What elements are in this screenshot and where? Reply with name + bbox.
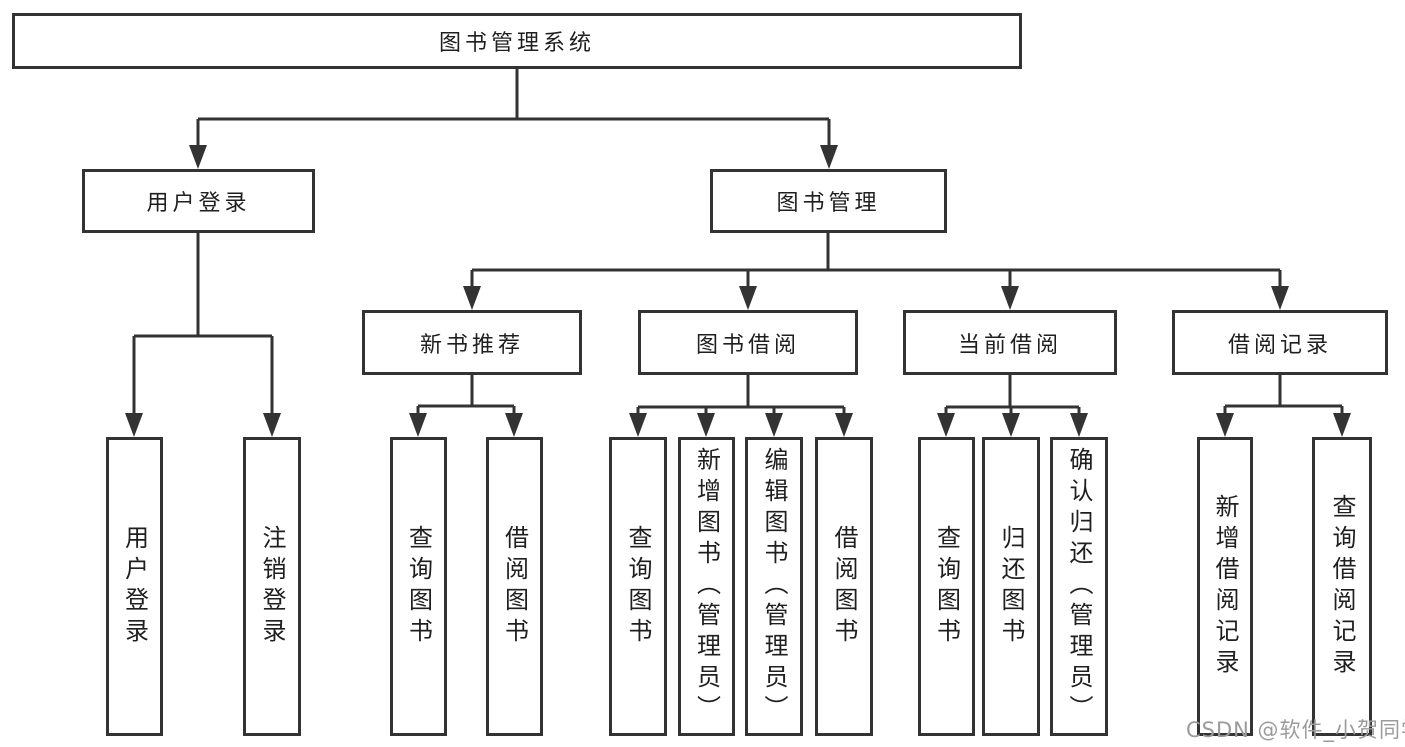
connector-login-to-leaves [125, 233, 281, 437]
node-book-borrow: 图书借阅 [638, 310, 858, 375]
node-current-borrow-label: 当前借阅 [957, 332, 1062, 358]
leaf-borrow-edit-books-label: 编辑图书（管理员） [760, 447, 788, 726]
leaf-current-query-books: 查询图书 [918, 437, 975, 736]
leaf-rec-borrow-books: 借阅图书 [486, 437, 543, 736]
node-current-borrow: 当前借阅 [903, 310, 1117, 375]
node-book-management-label: 图书管理 [776, 191, 881, 216]
leaf-user-login-label: 用户登录 [120, 524, 149, 649]
node-login-label: 用户登录 [146, 191, 251, 216]
node-new-book-recommend: 新书推荐 [362, 310, 582, 375]
connector-current-to-leaves [937, 375, 1088, 437]
leaf-logout: 注销登录 [243, 437, 301, 736]
node-borrow-records-label: 借阅记录 [1227, 332, 1332, 358]
leaf-current-confirm-return-label: 确认归还（管理员） [1065, 447, 1093, 726]
connector-management-to-groups [463, 233, 1289, 310]
connector-borrow-to-leaves [629, 375, 853, 437]
leaf-borrow-query-books: 查询图书 [609, 437, 667, 736]
node-root-label: 图书管理系统 [438, 31, 595, 56]
leaf-borrow-add-books-label: 新增图书（管理员） [692, 447, 721, 726]
node-new-book-recommend-label: 新书推荐 [419, 332, 524, 358]
node-login: 用户登录 [82, 169, 315, 233]
leaf-records-query-record: 查询借阅记录 [1312, 437, 1372, 736]
leaf-logout-label: 注销登录 [258, 524, 286, 649]
connector-records-to-leaves [1216, 375, 1351, 437]
leaf-current-confirm-return: 确认归还（管理员） [1050, 437, 1108, 736]
leaf-rec-borrow-books-label: 借阅图书 [500, 524, 529, 649]
leaf-borrow-borrow-books: 借阅图书 [815, 437, 873, 736]
leaf-borrow-edit-books: 编辑图书（管理员） [745, 437, 803, 736]
leaf-rec-query-books: 查询图书 [390, 437, 447, 736]
leaf-current-return-books: 归还图书 [982, 437, 1040, 736]
leaf-records-add-record-label: 新增借阅记录 [1211, 493, 1239, 680]
leaf-rec-query-books-label: 查询图书 [404, 524, 433, 649]
csdn-watermark: CSDN @软件_小贺同学 [1186, 718, 1405, 742]
leaf-records-query-record-label: 查询借阅记录 [1328, 493, 1356, 680]
connector-root-to-level2 [189, 69, 838, 169]
node-book-management: 图书管理 [710, 169, 947, 233]
leaf-user-login: 用户登录 [106, 437, 163, 736]
connector-newbook-to-leaves [409, 375, 523, 437]
leaf-borrow-query-books-label: 查询图书 [624, 524, 652, 649]
node-borrow-records: 借阅记录 [1172, 310, 1388, 375]
node-book-borrow-label: 图书借阅 [695, 332, 800, 358]
leaf-borrow-borrow-books-label: 借阅图书 [830, 524, 858, 649]
leaf-borrow-add-books: 新增图书（管理员） [678, 437, 735, 736]
leaf-current-query-books-label: 查询图书 [932, 524, 961, 649]
node-root: 图书管理系统 [12, 13, 1022, 69]
leaf-current-return-books-label: 归还图书 [997, 524, 1025, 649]
leaf-records-add-record: 新增借阅记录 [1197, 437, 1253, 736]
